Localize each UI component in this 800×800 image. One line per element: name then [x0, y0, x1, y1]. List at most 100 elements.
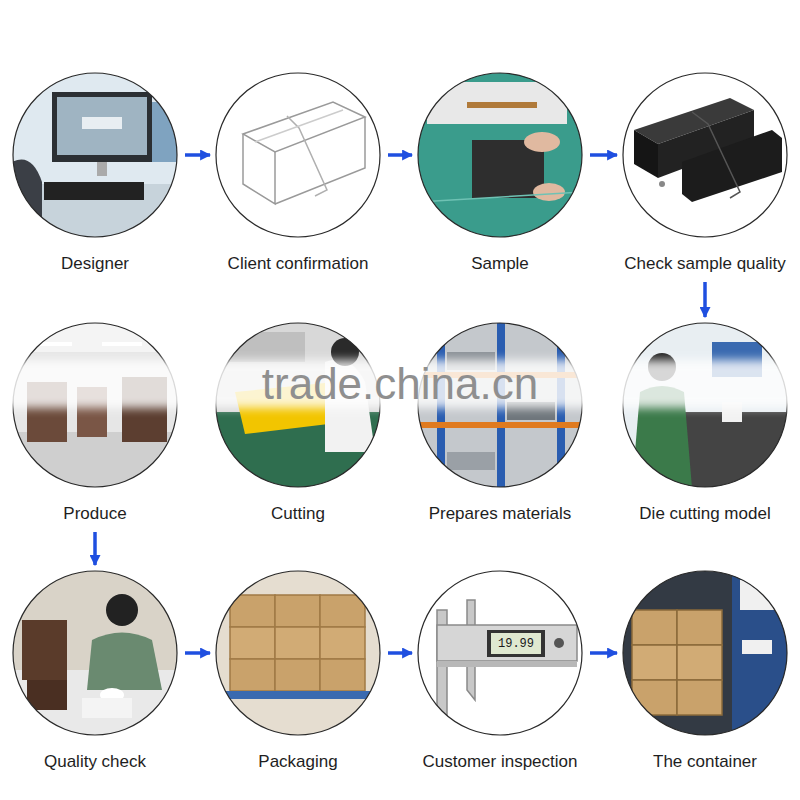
photo-detail: [82, 698, 132, 718]
process-step: Cutting: [215, 322, 381, 524]
flow-arrow: [703, 282, 707, 317]
photo-ground: [12, 72, 178, 238]
photo: [12, 322, 178, 488]
photo-detail: [82, 117, 122, 129]
flow-arrow: [185, 651, 210, 655]
circle-outline: [13, 323, 177, 487]
process-step: Quality check: [12, 570, 178, 772]
photo-detail: [632, 386, 692, 488]
flow-arrow: [388, 153, 412, 157]
photo-detail: [230, 659, 275, 691]
process-step: The container: [622, 570, 788, 772]
photo-detail: [682, 130, 782, 202]
circle-outline: [418, 571, 582, 735]
photo-detail: [320, 627, 365, 659]
process-step: Prepares materials: [417, 322, 583, 524]
step-label: Check sample quality: [600, 254, 800, 274]
photo-detail: [230, 595, 275, 627]
photo-detail: [437, 625, 577, 661]
photo-circle: [417, 570, 583, 736]
step-label: Quality check: [0, 752, 200, 772]
photo-circle: [12, 322, 178, 488]
photo-ground: [417, 570, 583, 736]
photo-detail: [87, 633, 162, 691]
process-step: Die cutting model: [622, 322, 788, 524]
display-reading: 19.99: [498, 637, 534, 651]
circle-outline: [216, 73, 380, 237]
circle-outline: [13, 73, 177, 237]
photo-detail: [52, 92, 152, 162]
photo-detail: [225, 332, 305, 362]
photo-detail: [106, 594, 138, 626]
photo-detail: [44, 182, 144, 200]
photo: [417, 72, 583, 238]
photo-detail: [77, 387, 107, 437]
photo-detail: [632, 610, 677, 645]
photo-ground: [12, 570, 178, 736]
photo-detail: [22, 620, 67, 680]
photo-detail: [677, 645, 722, 680]
photo-detail: [437, 661, 577, 667]
step-label: Designer: [0, 254, 200, 274]
process-step: Produce: [12, 322, 178, 524]
step-label: Cutting: [193, 504, 403, 524]
photo-detail: [27, 382, 67, 442]
process-step: Client confirmation: [215, 72, 381, 274]
photo-detail: [57, 97, 147, 155]
photo-circle: [12, 570, 178, 736]
flow-arrow: [388, 651, 412, 655]
photo-detail: [427, 82, 567, 124]
photo: [12, 72, 178, 238]
flow-arrow: [93, 532, 97, 565]
circle-outline: [13, 571, 177, 735]
photo-circle: [12, 72, 178, 238]
photo-detail: [467, 102, 537, 108]
process-step: Designer: [12, 72, 178, 274]
photo-detail: [97, 162, 107, 176]
photo-detail: [677, 680, 722, 715]
photo-circle: [215, 72, 381, 238]
photo-detail: [677, 610, 722, 645]
flow-arrow: [590, 153, 617, 157]
photo-detail: [732, 570, 788, 736]
photo: [622, 322, 788, 488]
photo-detail: [447, 452, 495, 470]
photo-circle: [622, 322, 788, 488]
photo-detail: [230, 627, 275, 659]
photo-detail: [102, 342, 142, 346]
watermark: trade.china.cn: [262, 359, 538, 409]
photo-detail: [692, 112, 740, 198]
flow-arrow: [185, 153, 210, 157]
photo-detail: [487, 630, 545, 657]
step-label: Sample: [395, 254, 605, 274]
process-step: Customer inspection: [417, 570, 583, 772]
photo-circle: [622, 72, 788, 238]
photo-circle: [215, 570, 381, 736]
process-step: Sample: [417, 72, 583, 274]
photo-circle: [12, 72, 178, 238]
photo-detail: [648, 353, 676, 381]
circle-outline: [623, 571, 787, 735]
photo-detail: [12, 160, 42, 239]
photo-detail: [524, 132, 560, 152]
photo-detail: [632, 680, 677, 715]
photo-detail: [554, 638, 564, 648]
photo-detail: [320, 659, 365, 691]
photo-detail: [659, 181, 665, 187]
photo-detail: [243, 102, 365, 152]
photo-detail: [320, 595, 365, 627]
photo-circle: [215, 72, 381, 238]
photo-detail: [712, 342, 762, 377]
process-step: Check sample quality: [622, 72, 788, 274]
photo-detail: [275, 627, 320, 659]
photo-detail: [243, 134, 275, 204]
photo-circle: [215, 570, 381, 736]
photo-detail: [275, 659, 320, 691]
photo-detail: [275, 595, 320, 627]
photo-detail: [634, 130, 658, 178]
flow-arrow: [590, 651, 617, 655]
photo-circle: [12, 570, 178, 736]
circle-outline: [623, 73, 787, 237]
photo-ground: [622, 72, 788, 238]
